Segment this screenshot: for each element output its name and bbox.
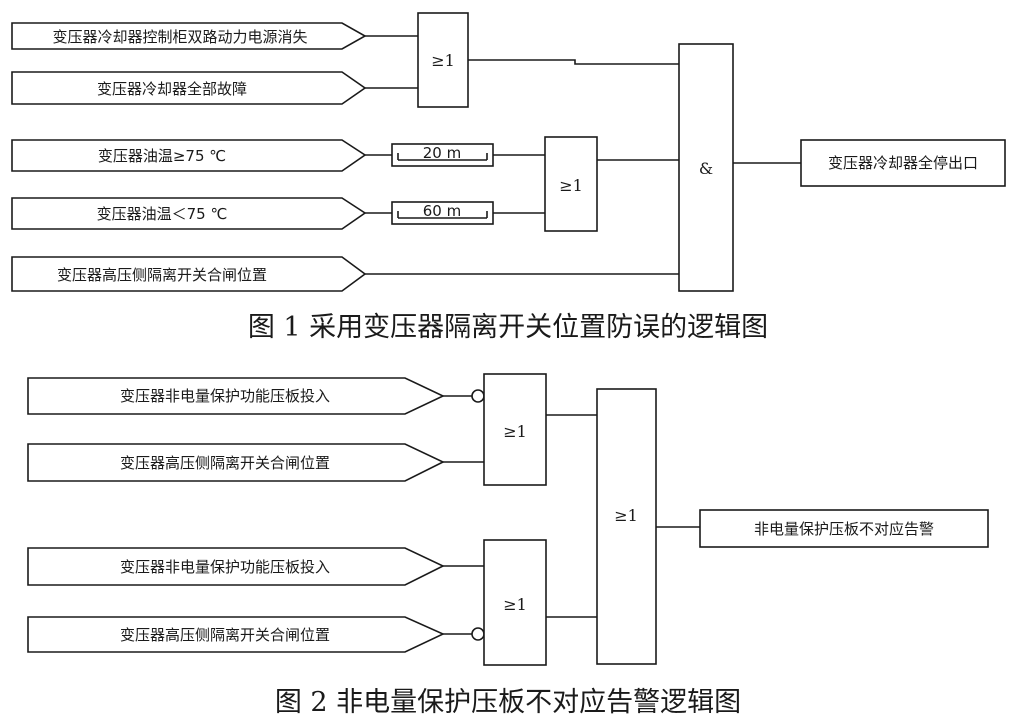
figure-2: 变压器非电量保护功能压板投入 变压器高压侧隔离开关合闸位置 变压器非电量保护功能… [27, 373, 989, 718]
fig1-output-label: 变压器冷却器全停出口 [828, 154, 978, 172]
fig1-output-box [800, 139, 1006, 187]
fig1-input-label-5: 变压器高压侧隔离开关合闸位置 [57, 266, 267, 284]
gate-symbol: ≥1 [431, 51, 455, 70]
fig2-input-shape [27, 547, 445, 586]
fig2-input-label-2: 变压器高压侧隔离开关合闸位置 [120, 454, 330, 472]
fig2-input-label-3: 变压器非电量保护功能压板投入 [120, 558, 330, 576]
fig1-input-shape [11, 22, 367, 50]
fig2-output-box [699, 509, 989, 548]
fig1-and-gate [678, 43, 734, 292]
fig2-output-label: 非电量保护压板不对应告警 [754, 520, 934, 538]
fig1-input-shape [11, 71, 367, 105]
fig1-input-label-1: 变压器冷却器控制柜双路动力电源消失 [52, 28, 307, 46]
inversion-circle-icon [471, 389, 485, 403]
gate-symbol: ≥1 [503, 595, 527, 614]
fig1-input-label-4: 变压器油温＜75 ℃ [97, 205, 228, 223]
fig2-input-label-1: 变压器非电量保护功能压板投入 [120, 387, 330, 405]
fig2-input-shape [27, 377, 445, 415]
figure-1-caption: 图 1 采用变压器隔离开关位置防误的逻辑图 [248, 312, 768, 343]
fig1-timer-60m: 60 m [391, 201, 494, 225]
gate-symbol: & [699, 159, 713, 178]
fig2-or-gate-final [596, 388, 657, 665]
fig2-input-shape [27, 616, 445, 653]
fig1-wire [468, 59, 679, 65]
timer-label: 60 m [423, 202, 461, 220]
fig2-or-gate-lower [483, 539, 547, 666]
timer-label: 20 m [423, 144, 461, 162]
fig2-or-gate-upper [483, 373, 547, 486]
fig1-input-shape [11, 197, 367, 230]
fig1-or-gate-2 [544, 136, 598, 232]
fig1-input-label-3: 变压器油温≥75 ℃ [98, 147, 226, 165]
fig1-input-shape [11, 256, 367, 292]
gate-symbol: ≥1 [614, 506, 638, 525]
fig1-wire [365, 35, 418, 89]
fig1-timer-20m: 20 m [391, 143, 494, 167]
figure-2-caption: 图 2 非电量保护压板不对应告警逻辑图 [275, 687, 741, 718]
inversion-circle-icon [471, 627, 485, 641]
gate-symbol: ≥1 [503, 422, 527, 441]
fig1-input-label-2: 变压器冷却器全部故障 [97, 80, 247, 98]
fig1-or-gate-1 [417, 12, 469, 108]
figure-1: 变压器冷却器控制柜双路动力电源消失 变压器冷却器全部故障 变压器油温≥75 ℃ … [11, 12, 1006, 343]
gate-symbol: ≥1 [559, 176, 583, 195]
fig2-input-shape [27, 443, 445, 482]
fig1-input-shape [11, 139, 367, 172]
fig2-input-label-4: 变压器高压侧隔离开关合闸位置 [120, 626, 330, 644]
